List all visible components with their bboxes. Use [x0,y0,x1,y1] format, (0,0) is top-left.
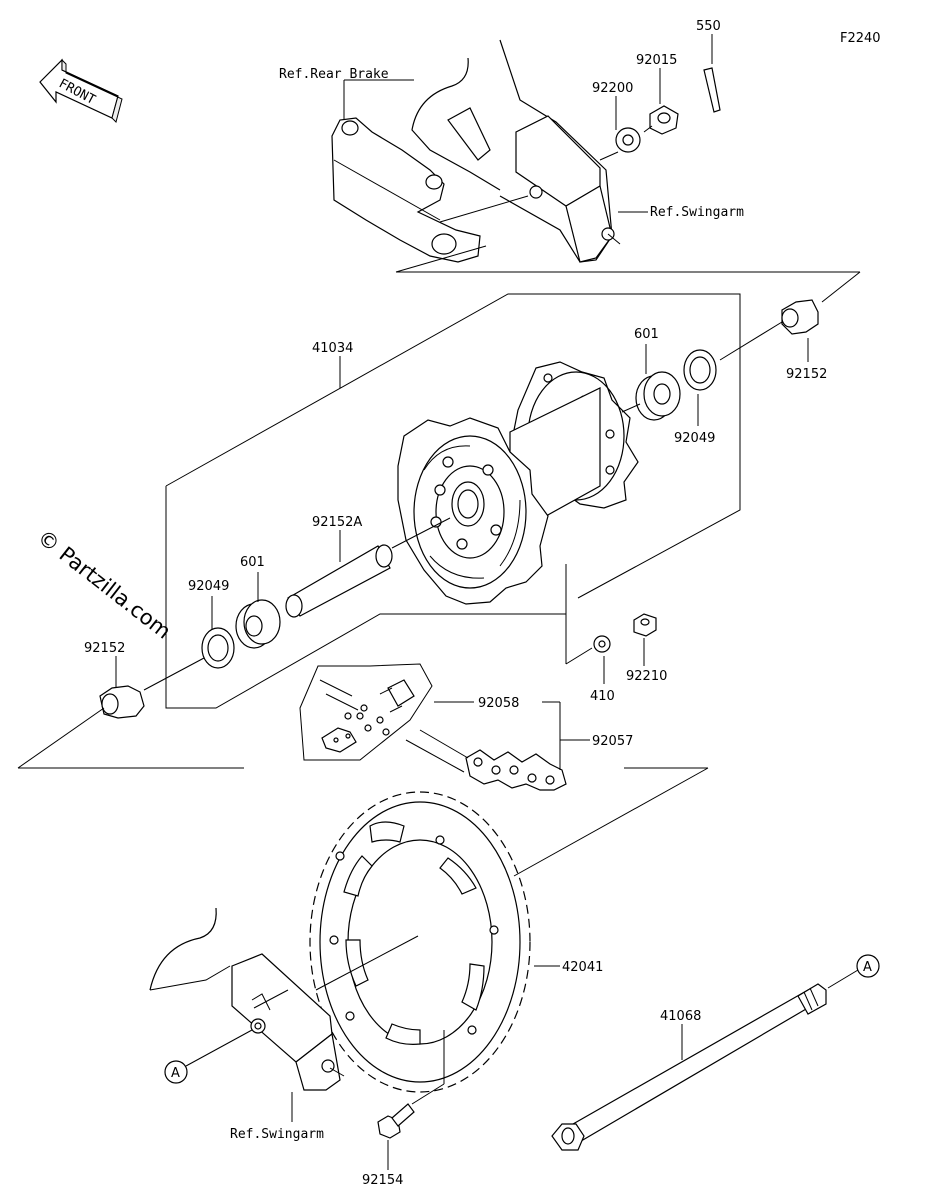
ref-rear-brake: Ref.Rear Brake [279,67,389,82]
oil-seal-92049-right [683,349,717,391]
chain-92057-drawing [405,729,567,791]
svg-text:A: A [863,960,872,975]
callout-92015: 92015 [636,53,677,68]
ref-swingarm-top: Ref.Swingarm [650,205,744,220]
oil-seal-92049-left [201,627,235,669]
bolt-92154 [377,1103,415,1139]
washer-410 [593,635,611,653]
callout-92154: 92154 [362,1173,403,1188]
callout-42041: 42041 [562,960,603,975]
svg-text:A: A [171,1066,180,1081]
callout-601-left: 601 [240,555,265,570]
collar-92152-left [99,685,145,719]
rear-sprocket-42041 [309,791,531,1093]
nut-92015 [649,105,679,135]
axle-41068 [551,983,827,1151]
figure-code: F2240 [840,31,881,46]
front-arrow-icon: FRONT [39,58,123,123]
callout-92152-right: 92152 [786,367,827,382]
collar-92152A [285,544,393,618]
rear-brake-bracket-drawing [331,117,481,263]
callout-601-right: 601 [634,327,659,342]
partzilla-watermark: © Partzilla.com [33,525,175,644]
callout-92152A: 92152A [312,515,362,530]
collar-92152-right [781,299,819,335]
master-link-92058-drawing [299,663,433,761]
marker-a-axle: A [856,954,880,978]
callout-550: 550 [696,19,721,34]
swingarm-bottom-drawing [149,907,345,1091]
rear-hub-41034 [397,361,639,605]
bearing-601-left [235,599,281,649]
callout-92058: 92058 [478,696,519,711]
callout-41068: 41068 [660,1009,701,1024]
marker-a-swingarm: A [164,1060,188,1084]
callout-410: 410 [590,689,615,704]
ref-swingarm-bottom: Ref.Swingarm [230,1127,324,1142]
washer-92200 [615,127,641,153]
cotter-pin-550 [703,67,721,113]
callout-92200: 92200 [592,81,633,96]
callout-92057: 92057 [592,734,633,749]
callout-92152-left: 92152 [84,641,125,656]
nut-92210 [633,613,657,637]
bearing-601-right [635,371,681,421]
callout-92049-right: 92049 [674,431,715,446]
callout-92049-left: 92049 [188,579,229,594]
swingarm-top-drawing [411,39,621,263]
callout-92210: 92210 [626,669,667,684]
callout-41034: 41034 [312,341,353,356]
